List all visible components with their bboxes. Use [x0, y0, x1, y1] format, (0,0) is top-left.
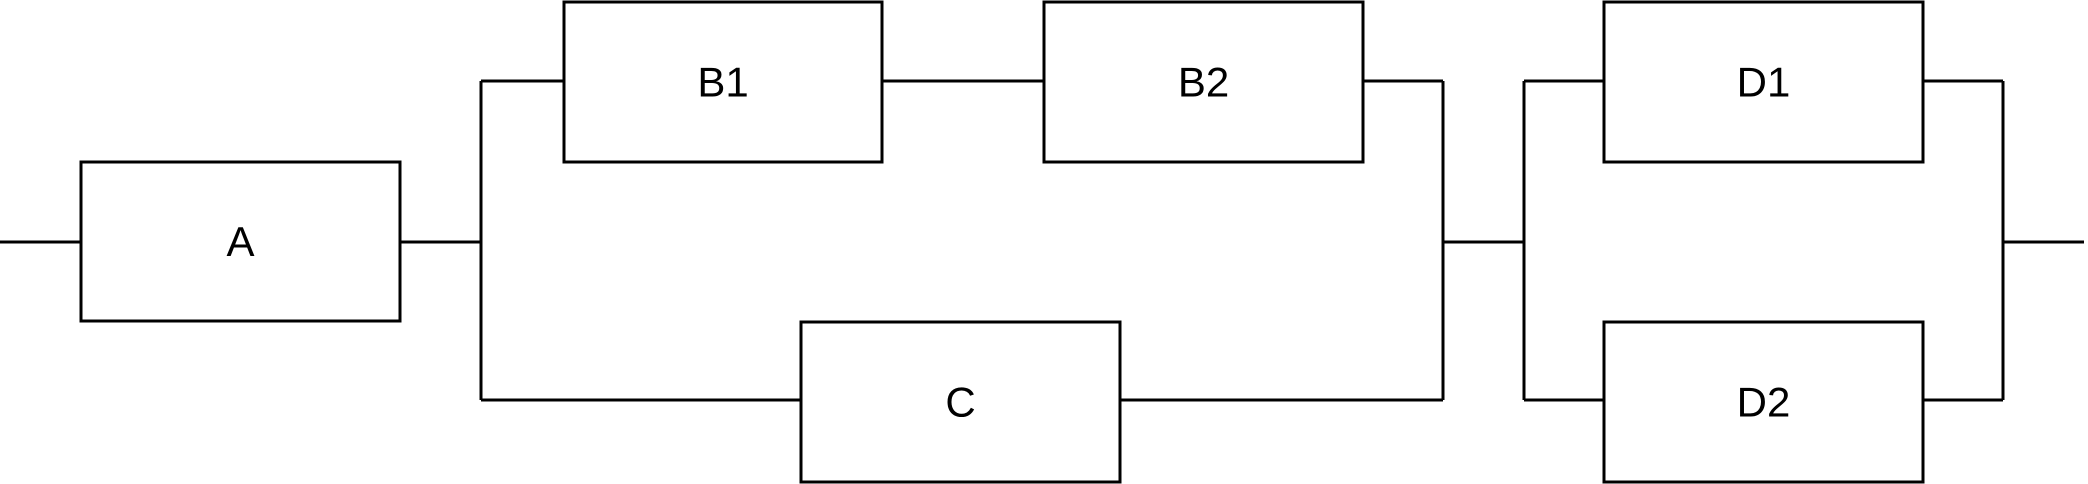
block-d2-box	[1602, 320, 1925, 484]
block-a-label: A	[226, 218, 254, 265]
block-b1: B1	[562, 0, 884, 164]
block-b1-label: B1	[697, 59, 748, 106]
block-b2: B2	[1042, 0, 1365, 164]
block-c-box	[799, 320, 1122, 484]
block-c-label: C	[945, 379, 975, 426]
block-b2-box	[1042, 0, 1365, 164]
block-b1-box	[562, 0, 884, 164]
block-d2: D2	[1602, 320, 1925, 484]
block-a: A	[79, 160, 402, 323]
block-d1: D1	[1602, 0, 1925, 164]
block-d1-box	[1602, 0, 1925, 164]
block-b2-label: B2	[1178, 59, 1229, 106]
block-c: C	[799, 320, 1122, 484]
connector-wires	[0, 79, 2084, 402]
block-a-box	[79, 160, 402, 323]
block-d2-label: D2	[1737, 379, 1791, 426]
block-d1-label: D1	[1737, 59, 1791, 106]
